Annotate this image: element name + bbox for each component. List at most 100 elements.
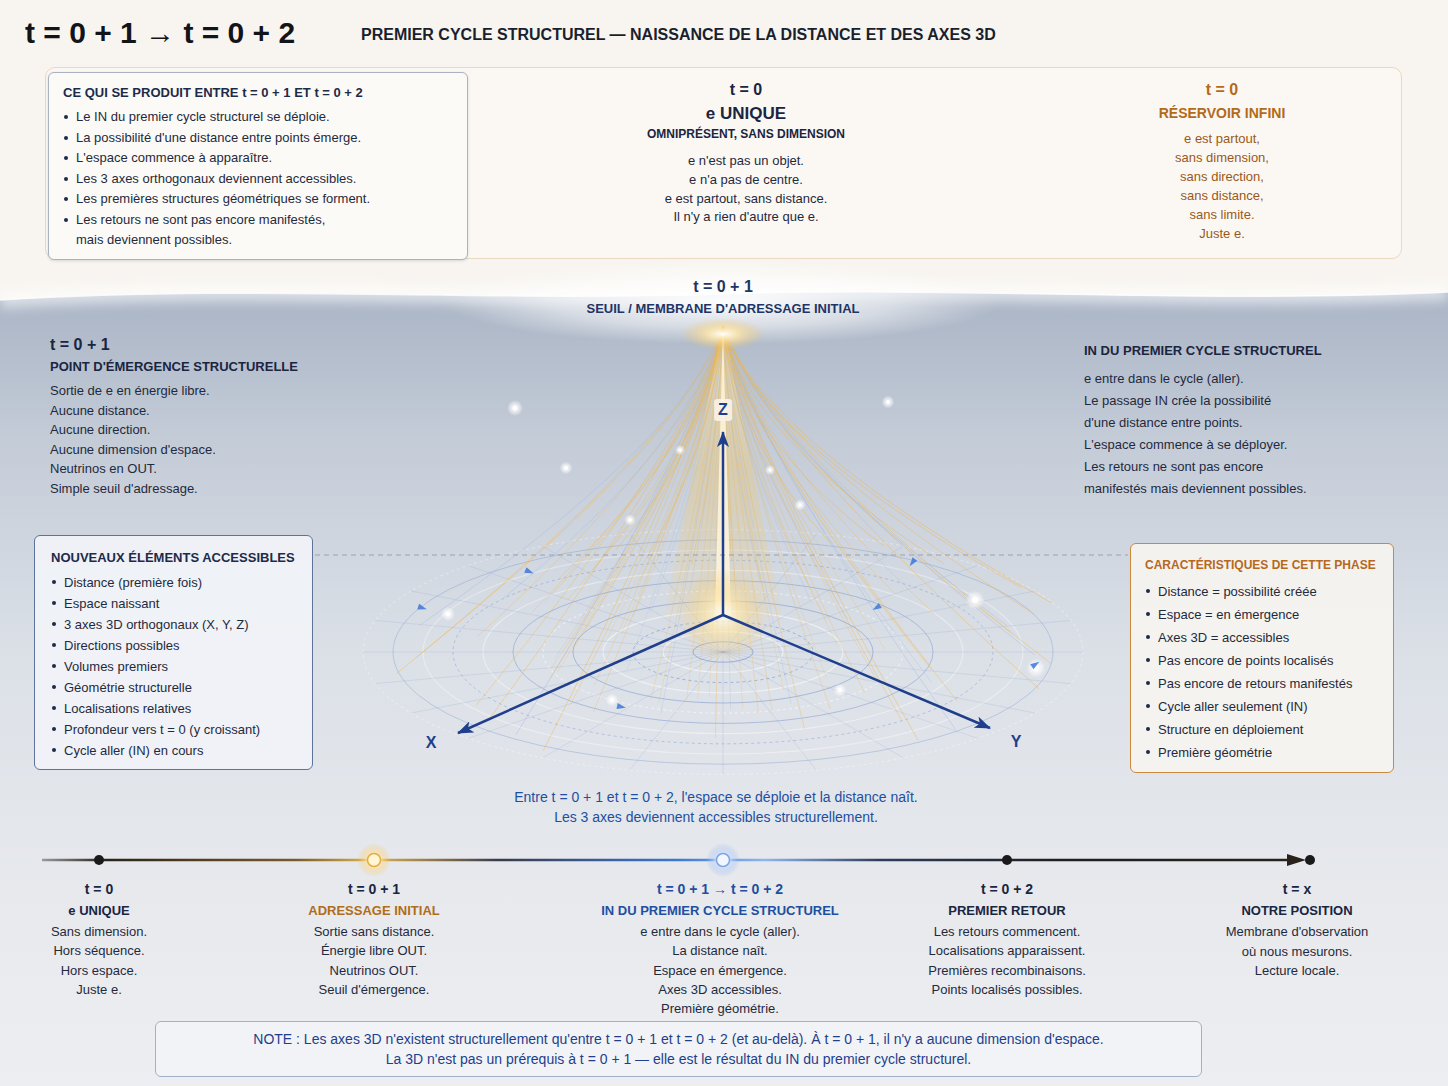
section-heading: IN DU PREMIER CYCLE STRUCTUREL [1084,342,1322,360]
info-box: CE QUI SE PRODUIT ENTRE t = 0 + 1 ET t =… [48,72,468,260]
sparkle [610,698,614,702]
bullet-row: Cycle aller seulement (IN) [1145,695,1385,718]
bullet-text: Directions possibles [64,635,304,656]
timeline-text: Points localisés possibles. [931,981,1082,999]
box-heading: NOUVEAUX ÉLÉMENTS ACCESSIBLES [51,548,304,568]
light-ray [504,326,724,598]
light-ray [559,326,723,578]
bullet-dot [52,685,56,689]
timeline-heading: NOTRE POSITION [1241,902,1352,920]
bullet-dot [1146,750,1150,754]
bullet-dot [64,156,68,160]
light-ray [723,326,1021,588]
light-ray [420,326,724,625]
axis-label: Z [714,399,732,421]
state-subheading: OMNIPRÉSENT, SANS DIMENSION [647,126,845,142]
bullet-row: Pas encore de points localisés [1145,649,1385,672]
section-text: Aucune distance. [50,402,150,420]
state-text: Il n'y a rien d'autre que e. [673,208,818,226]
time-heading: t = 0 [730,79,762,101]
apex-glow [681,318,765,350]
sparkle [513,406,518,411]
light-ray [723,326,894,593]
grid-spoke [723,652,1071,684]
light-ray [723,326,1007,626]
sparkle [628,518,632,522]
grid-spoke [723,652,903,758]
light-ray [723,326,944,564]
axis-x [458,615,723,733]
timeline-text: Espace en émergence. [653,962,787,980]
bullet-dot [1146,681,1150,685]
heading-row: NOUVEAUX ÉLÉMENTS ACCESSIBLES [51,548,304,568]
light-ray [723,326,1011,633]
section-text: L'espace commence à se déployer. [1084,436,1287,454]
timeline-glow [357,843,391,877]
bullet-row: Localisations relatives [51,698,304,719]
section-text: Le passage IN crée la possibilité d'une … [1084,390,1289,434]
time-heading: t = 0 [1206,79,1238,101]
sparkle-glow [624,514,636,526]
bullet-row: Espace naissant [51,593,304,614]
timeline-text: Localisations apparaissent. [929,942,1086,960]
state-text: e n'a pas de centre. [689,171,803,189]
sparkle [446,612,450,616]
grid-spoke [723,652,1035,713]
light-ray [723,326,885,547]
bullet-dot [52,664,56,668]
bullet-dot [52,622,56,626]
bullet-dot [52,601,56,605]
note-text: NOTE : Les axes 3D n'existent structurel… [166,1029,1191,1049]
timeline-text: Neutrinos OUT. [330,962,419,980]
section-text: Aucune direction. [50,421,150,439]
light-ray [476,326,723,706]
timeline-text: Sans dimension. [51,923,147,941]
direction-mark [910,557,918,566]
light-beam [664,326,782,615]
sparkle-glow [794,499,806,511]
bullet-dot [1146,727,1150,731]
direction-mark [873,603,882,610]
timeline-heading: IN DU PREMIER CYCLE STRUCTUREL [601,902,839,920]
timeline-text: Première géométrie. [661,1000,779,1018]
section-heading: POINT D'ÉMERGENCE STRUCTURELLE [50,358,298,376]
light-ray [487,326,723,722]
timeline-time: t = x [1283,880,1311,899]
bullet-dot [64,177,68,181]
sparkle-glow [1026,658,1045,677]
timeline-text: Axes 3D accessibles. [658,981,782,999]
light-ray [636,326,723,586]
timeline-dot [1305,855,1315,865]
light-ray [568,326,724,600]
bullet-row: Première géométrie [1145,741,1385,764]
section-time: t = 0 + 1 [50,334,110,356]
timeline-heading: e UNIQUE [68,902,129,920]
bullet-dot [1146,658,1150,662]
bullet-text: Distance = possibilité créée [1158,580,1385,603]
timeline-text: La distance naît. [672,942,767,960]
light-ray [723,326,1051,603]
timeline-text: Les retours commencent. [934,923,1081,941]
direction-mark [524,567,534,573]
bullet-dot [1146,635,1150,639]
timeline-dot [717,854,730,867]
timeline-heading: ADRESSAGE INITIAL [308,902,439,920]
section-text: Sortie de e en énergie libre. [50,382,210,400]
subtitle: PREMIER CYCLE STRUCTUREL — NAISSANCE DE … [361,24,996,46]
sparkle-glow [606,694,619,707]
reservoir-text: e est partout, sans dimension, sans dire… [1174,129,1271,243]
bullet-dot [52,706,56,710]
state-text: e n'est pas un objet. [688,152,804,170]
bullet-row: Distance = possibilité créée [1145,580,1385,603]
timeline-time: t = 0 + 2 [981,880,1033,899]
direction-mark [617,703,626,709]
section-text: e entre dans le cycle (aller). [1084,370,1244,388]
bullet-row: Directions possibles [51,635,304,656]
section-text: Simple seuil d'adressage. [50,480,198,498]
bullet-text: Structure en déploiement [1158,718,1385,741]
light-ray [417,326,723,657]
axis-label: X [426,732,437,754]
timeline-time: t = 0 + 1 [348,880,400,899]
sparkle-glow [834,684,847,697]
direction-mark [417,604,427,610]
